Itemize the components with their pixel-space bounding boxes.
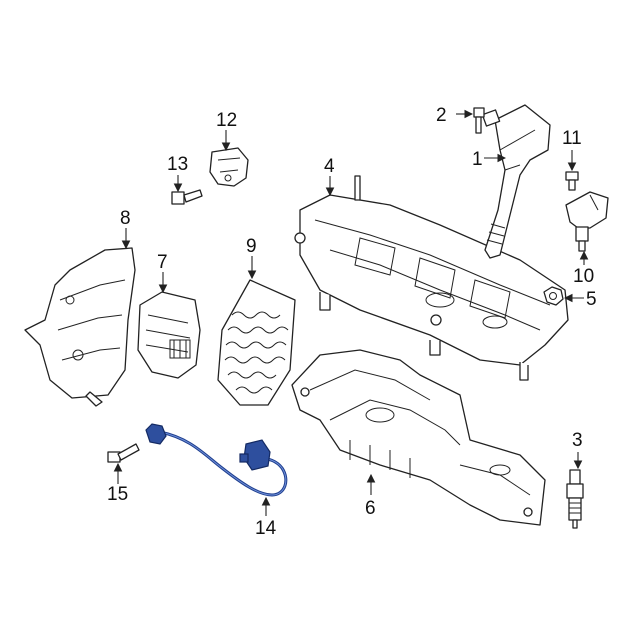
callout-15: 15 — [107, 484, 128, 505]
part-7-control-module[interactable] — [137, 291, 201, 379]
callout-10: 10 — [573, 266, 594, 287]
callout-1: 1 — [472, 149, 483, 170]
callout-4: 4 — [324, 156, 335, 177]
callout-3: 3 — [572, 430, 583, 451]
leader-lines — [113, 109, 589, 516]
part-1-ignition-coil[interactable] — [481, 104, 551, 259]
callout-12: 12 — [216, 110, 237, 131]
callout-2: 2 — [436, 105, 447, 126]
part-14-wiring-harness[interactable] — [145, 423, 288, 497]
part-3-spark-plug[interactable] — [566, 469, 584, 529]
harness-connector-left[interactable] — [145, 423, 167, 445]
part-2-bolt[interactable] — [473, 107, 485, 134]
callout-13: 13 — [167, 154, 188, 175]
callout-11: 11 — [562, 128, 582, 149]
part-9-heat-shield[interactable] — [217, 279, 296, 406]
part-6-lower-manifold[interactable] — [291, 349, 546, 526]
callout-9: 9 — [246, 236, 257, 257]
part-13-bolt[interactable] — [171, 189, 203, 205]
part-5-nut[interactable] — [543, 286, 564, 306]
part-11-screw[interactable] — [565, 171, 579, 191]
callout-6: 6 — [365, 498, 376, 519]
part-8-bracket[interactable] — [24, 247, 136, 407]
callout-8: 8 — [120, 208, 131, 229]
callout-14: 14 — [255, 518, 277, 539]
part-4-upper-cover[interactable] — [294, 175, 569, 381]
callout-5: 5 — [586, 289, 597, 310]
callout-7: 7 — [157, 252, 168, 273]
part-10-sensor[interactable] — [565, 191, 609, 252]
part-12-sensor-bracket[interactable] — [209, 147, 249, 187]
part-15-bolt[interactable] — [107, 443, 140, 463]
callout-labels: 1 2 3 4 5 6 7 8 9 10 11 12 13 14 15 — [107, 105, 597, 539]
